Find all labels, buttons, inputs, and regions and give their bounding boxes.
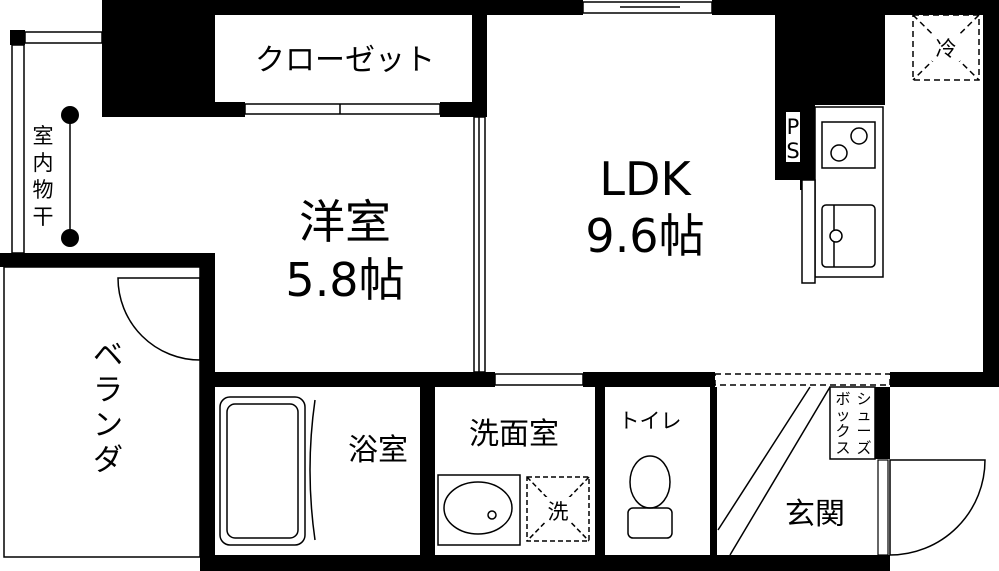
shoe-box-char: ズ bbox=[856, 439, 871, 457]
balcony-area bbox=[3, 266, 201, 558]
balcony-char: ラ bbox=[93, 373, 123, 408]
fridge-label: 冷 bbox=[936, 37, 957, 61]
shoe-box-char: ー bbox=[856, 422, 871, 440]
shoe-box-char: ッ bbox=[835, 406, 850, 424]
pipe-space-label: P S bbox=[786, 115, 799, 163]
shoe-box-char: ュ bbox=[856, 406, 871, 424]
fridge-space-icon bbox=[912, 14, 980, 81]
drying-char: 物 bbox=[33, 178, 54, 202]
entrance-door-swing[interactable] bbox=[889, 459, 986, 556]
entrance-step bbox=[717, 386, 876, 556]
shoe-box-char: ス bbox=[835, 439, 850, 457]
shoe-box-char: ク bbox=[835, 422, 850, 440]
balcony-char: ダ bbox=[93, 443, 123, 478]
balcony-char: ン bbox=[93, 408, 123, 443]
shoe-box-char: シ bbox=[856, 390, 871, 408]
wash-basin-icon bbox=[437, 474, 521, 546]
balcony-label: ベ ラ ン ダ bbox=[93, 338, 123, 478]
shoe-box-label: シ ュ ー ズ ボ ッ ク ス bbox=[835, 390, 871, 457]
toilet-icon bbox=[627, 455, 673, 539]
ps-char: P bbox=[787, 115, 800, 139]
kitchen-counter bbox=[801, 106, 884, 284]
bath-label: 浴室 bbox=[348, 433, 408, 468]
drying-char: 内 bbox=[33, 151, 54, 175]
stove-icon bbox=[821, 121, 876, 169]
sink-icon bbox=[821, 204, 876, 268]
washroom-label: 洗面室 bbox=[469, 417, 559, 452]
balcony-char: ベ bbox=[93, 338, 123, 373]
ldk-label: LDK bbox=[599, 152, 692, 206]
indoor-drying-label: 室 内 物 干 bbox=[33, 124, 54, 229]
ldk-size: 9.6帖 bbox=[585, 209, 704, 263]
drying-char: 室 bbox=[33, 124, 54, 148]
bathtub-icon bbox=[219, 396, 316, 546]
drying-pole-icon bbox=[61, 106, 79, 247]
balcony-door-swing[interactable] bbox=[117, 277, 201, 361]
washer-label: 洗 bbox=[548, 500, 569, 524]
entrance-label: 玄関 bbox=[785, 497, 845, 532]
shoe-box-char: ボ bbox=[835, 390, 850, 408]
western-room-label: 洋室 bbox=[299, 195, 391, 249]
toilet-label: トイレ bbox=[619, 409, 682, 433]
windows bbox=[11, 1, 891, 386]
closet-label: クローゼット bbox=[255, 43, 435, 78]
drying-char: 干 bbox=[33, 205, 54, 229]
western-room-size: 5.8帖 bbox=[285, 253, 404, 307]
ps-char: S bbox=[786, 139, 799, 163]
